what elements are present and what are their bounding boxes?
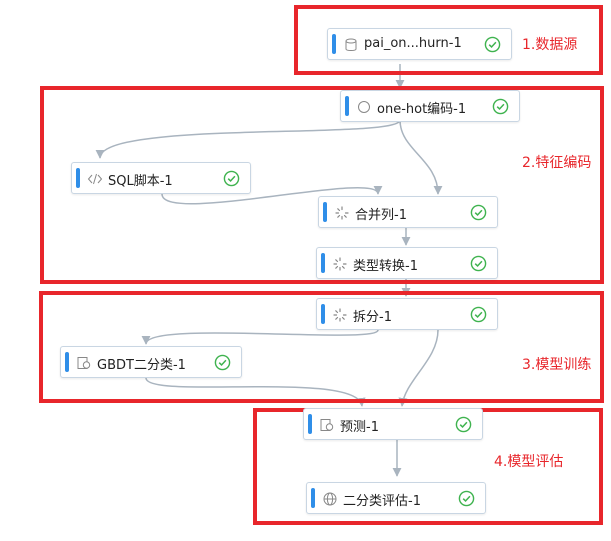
node-accent-bar xyxy=(345,96,349,116)
success-check-icon xyxy=(214,354,231,371)
loading-spinner-icon xyxy=(333,257,347,271)
loading-spinner-icon xyxy=(333,308,347,322)
node-accent-bar xyxy=(323,202,327,222)
code-icon xyxy=(87,173,103,185)
node-label: 二分类评估-1 xyxy=(343,494,421,509)
globe-icon xyxy=(323,492,337,506)
node-type-conversion[interactable]: 类型转换-1 xyxy=(316,247,498,279)
node-accent-bar xyxy=(321,253,325,273)
edge-gbdt-predict xyxy=(145,377,366,407)
node-one-hot-encoding[interactable]: one-hot编码-1 xyxy=(340,90,520,122)
loading-spinner-icon xyxy=(335,206,349,220)
edge-onehot-merge xyxy=(399,119,443,195)
node-split[interactable]: 拆分-1 xyxy=(316,298,498,330)
node-predict[interactable]: 预测-1 xyxy=(303,408,483,440)
node-data-source[interactable]: pai_on...hurn-1 xyxy=(327,28,512,60)
group-data-source xyxy=(294,5,603,75)
success-check-icon xyxy=(470,204,487,221)
success-check-icon xyxy=(492,98,509,115)
success-check-icon xyxy=(470,306,487,323)
group-label-model-training: 3.模型训练 xyxy=(522,357,592,373)
node-merge-columns[interactable]: 合并列-1 xyxy=(318,196,498,228)
node-label: pai_on...hurn-1 xyxy=(364,36,462,51)
node-accent-bar xyxy=(332,34,336,54)
database-icon xyxy=(345,38,357,51)
node-label: 预测-1 xyxy=(340,420,379,435)
edge-split-gbdt xyxy=(141,329,379,345)
node-gbdt-binary-classification[interactable]: GBDT二分类-1 xyxy=(60,346,242,378)
node-label: 合并列-1 xyxy=(355,208,407,223)
node-accent-bar xyxy=(321,304,325,324)
group-label-model-evaluation: 4.模型评估 xyxy=(494,454,564,470)
node-accent-bar xyxy=(76,168,80,188)
model-icon xyxy=(77,357,91,369)
edge-sql-merge xyxy=(161,185,383,205)
node-label: 拆分-1 xyxy=(353,310,392,325)
success-check-icon xyxy=(470,255,487,272)
node-label: one-hot编码-1 xyxy=(377,102,467,117)
success-check-icon xyxy=(458,490,475,507)
node-label: GBDT二分类-1 xyxy=(97,358,186,373)
node-label: 类型转换-1 xyxy=(353,259,418,274)
edge-onehot-sql xyxy=(95,119,401,159)
group-label-feature-encoding: 2.特征编码 xyxy=(522,155,592,171)
node-binary-classification-evaluation[interactable]: 二分类评估-1 xyxy=(306,482,486,514)
success-check-icon xyxy=(223,170,240,187)
group-feature-encoding xyxy=(40,86,604,284)
success-check-icon xyxy=(455,416,472,433)
node-accent-bar xyxy=(308,414,312,434)
circle-icon xyxy=(358,101,370,113)
group-model-training xyxy=(39,291,604,403)
edge-split-predict xyxy=(398,329,439,407)
model-icon xyxy=(320,419,334,431)
group-label-data-source: 1.数据源 xyxy=(522,37,578,53)
node-accent-bar xyxy=(311,488,315,508)
node-sql-script[interactable]: SQL脚本-1 xyxy=(71,162,251,194)
node-accent-bar xyxy=(65,352,69,372)
node-label: SQL脚本-1 xyxy=(108,174,173,189)
success-check-icon xyxy=(484,36,501,53)
